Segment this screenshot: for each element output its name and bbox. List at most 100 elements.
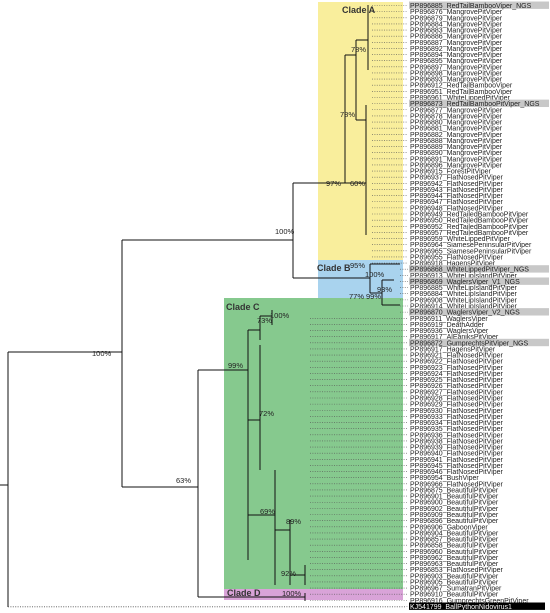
leaf-labels: PP896885_RedTailBambooViper_NGSPP896876_…: [409, 1, 549, 611]
leaf-label: PP896886_MangrovePitViper: [410, 34, 503, 41]
leaf-label: PP896952_RedTailedBambooPitViper: [410, 224, 529, 231]
leaf-label: PP896885_WhiteLipIslandPitViper: [410, 285, 518, 292]
bootstrap-value: 100%: [92, 349, 112, 358]
leaf-label: PP896878_MangrovePitViper: [410, 113, 503, 120]
leaf-label: PP896870_WaglersViper_V2_NGS: [410, 310, 520, 317]
leaf-label: PP896963_BeautifulPitViper: [410, 561, 499, 568]
leaf-label: PP896946_FlatNosedPitViper: [410, 469, 504, 476]
bootstrap-value: 100%: [275, 227, 295, 236]
clade-labels: Clade A Clade B Clade C Clade D: [226, 5, 376, 598]
leaf-label: PP896962_BeautifulPitViper: [410, 555, 499, 562]
leaf-label: PP896910_BeautifulPitViper: [410, 592, 499, 599]
leaf-label: PP896928_FlatNosedPitViper: [410, 395, 504, 402]
clade-ab-branch: [122, 183, 294, 278]
clade-c-branch: [198, 310, 273, 560]
leaf-label: PP896873_RedTailBambooPitViper_NGS: [410, 101, 540, 108]
clade-a-lower: [345, 145, 367, 235]
bootstrap-value: 72%: [259, 409, 274, 418]
leaf-label: KJ541799_BallPythonNidovirus1: [410, 604, 512, 611]
leaf-label: PP896964_SiamesePeninsularPitViper: [410, 242, 532, 249]
leaf-label: PP896921_FlatNosedPitViper: [410, 353, 504, 360]
leaf-label: PP896896_BeautifulPitViper: [410, 518, 499, 525]
leaf-highlight: [409, 99, 549, 108]
leaf-label: PP896895_MangrovePitViper: [410, 58, 503, 65]
leaf-label: PP896929_FlatNosedPitViper: [410, 402, 504, 409]
leaf-label: PP896917_AlEaniksPitViper: [410, 334, 499, 341]
leaf-label: PP896935_FlatNosedPitViper: [410, 426, 504, 433]
leaf-label: PP896924_FlatNosedPitViper: [410, 371, 504, 378]
leaf-label: PP896966_FlatNosedPitViper: [410, 481, 504, 488]
clade-a-upper: [345, 5, 369, 145]
bootstrap-value: 73%: [257, 316, 272, 325]
leaf-highlight: [409, 338, 549, 347]
bootstrap-value: 78%: [340, 110, 355, 119]
leaf-label: PP896858_BeautifulPitViper: [410, 543, 499, 550]
leaf-label: PP896917_HagensPitViper: [410, 346, 496, 353]
clade-cd-branch: [122, 370, 199, 597]
root-branch: [0, 352, 9, 607]
ingroup-branch: [8, 240, 123, 487]
leaf-label: PP896940_FlatNosedPitViper: [410, 451, 504, 458]
leaf-label: PP896896_MangrovePitViper: [410, 162, 503, 169]
clade-backgrounds: [224, 2, 403, 600]
bootstrap-value: 100%: [365, 270, 385, 279]
leaf-label: PP896923_FlatNosedPitViper: [410, 365, 504, 372]
leaf-label: PP896868_WhiteLippedPitViper_NGS: [410, 267, 529, 274]
leaf-label: PP896934_FlatNosedPitViper: [410, 420, 504, 427]
bootstrap-value: 77%: [349, 292, 364, 301]
leaf-label: PP896936_FlatNosedPitViper: [410, 432, 504, 439]
leaf-label: PP896957_RedTailedBambooPitViper: [410, 230, 529, 237]
leaf-label: PP896960_BeautifulPitViper: [410, 549, 499, 556]
leaf-label: PP896893_MangrovePitViper: [410, 77, 503, 84]
leaf-label: PP896913_WhiteLipIslandPitViper: [410, 273, 518, 280]
leaf-label: PP896888_MangrovePitViper: [410, 138, 503, 145]
leaf-highlight: [409, 265, 549, 273]
leaf-label: PP896950_RedTailedBambooPitViper: [410, 218, 529, 225]
leaf-label: PP896900_BeautifulPitViper: [410, 500, 499, 507]
leaf-highlight: [409, 277, 549, 285]
leaf-label: PP896930_FlatNosedPitViper: [410, 408, 504, 415]
leaf-label: PP896884_WhiteLipIslandPitViper: [410, 291, 518, 298]
clade-b-label: Clade B: [317, 263, 351, 273]
bootstrap-value: 78%: [351, 45, 366, 54]
leaf-label: PP896936_WaglersViper: [410, 328, 489, 335]
leaf-label: PP896965_SiamesePeninsularPitViper: [410, 248, 532, 255]
leaf-label: PP896919_DeathAdder: [410, 322, 485, 329]
leaf-label: PP896948_FlatNosedPitViper: [410, 205, 504, 212]
leaf-label: PP896927_FlatNosedPitViper: [410, 389, 504, 396]
clade-c-background: [224, 298, 403, 589]
leaf-label: PP896887_MangrovePitViper: [410, 40, 503, 47]
bootstrap-value: 89%: [286, 517, 301, 526]
leaf-label: PP896875_BeautifulPitViper: [410, 487, 499, 494]
leaf-label: PP896944_FlatNosedPitViper: [410, 193, 504, 200]
leaf-label: PP896905_BeautifulPitViper: [410, 579, 499, 586]
leaf-highlight: [409, 602, 545, 610]
leaf-label: PP896853_FlatNosedPitViper: [410, 567, 504, 574]
leaf-label: PP896954_BushViper: [410, 475, 479, 482]
leaf-label: PP896906_GaboonViper: [410, 524, 488, 531]
clade-d-background: [224, 589, 403, 600]
bootstrap-value: 69%: [260, 507, 275, 516]
leaf-label: PP896961_WhiteLippedPitViper: [410, 95, 511, 102]
leaf-label: PP896949_RedTailedBambooPitViper: [410, 212, 529, 219]
leaf-label: PP896947_FlatNosedPitViper: [410, 199, 504, 206]
clade-c-label: Clade C: [226, 302, 260, 312]
leaf-label: PP896857_BeautifulPitViper: [410, 537, 499, 544]
clade-b-branch: [293, 263, 400, 306]
bootstrap-value: 95%: [350, 261, 365, 270]
bootstrap-value: 99%: [228, 361, 243, 370]
leaf-label: PP896951_RedTailBambooViper: [410, 89, 513, 96]
leaf-label: PP896880_MangrovePitViper: [410, 120, 503, 127]
leaf-highlight: [409, 1, 549, 9]
leaf-label: PP896943_FlatNosedPitViper: [410, 187, 504, 194]
leaf-label: PP896939_FlatNosedPitViper: [410, 445, 504, 452]
bootstrap-value: 92%: [281, 569, 296, 578]
bootstrap-value: 100%: [270, 311, 290, 320]
leaf-label: PP896967_SumatranPitViper: [410, 586, 502, 593]
bootstrap-value: 99%: [366, 292, 381, 301]
leaf-label: PP896897_MangrovePitViper: [410, 64, 503, 71]
bootstrap-value: 97%: [326, 179, 341, 188]
bootstrap-value: 63%: [176, 476, 191, 485]
leaf-label: PP896892_MangrovePitViper: [410, 46, 503, 53]
leaf-label: PP896922_FlatNosedPitViper: [410, 359, 504, 366]
